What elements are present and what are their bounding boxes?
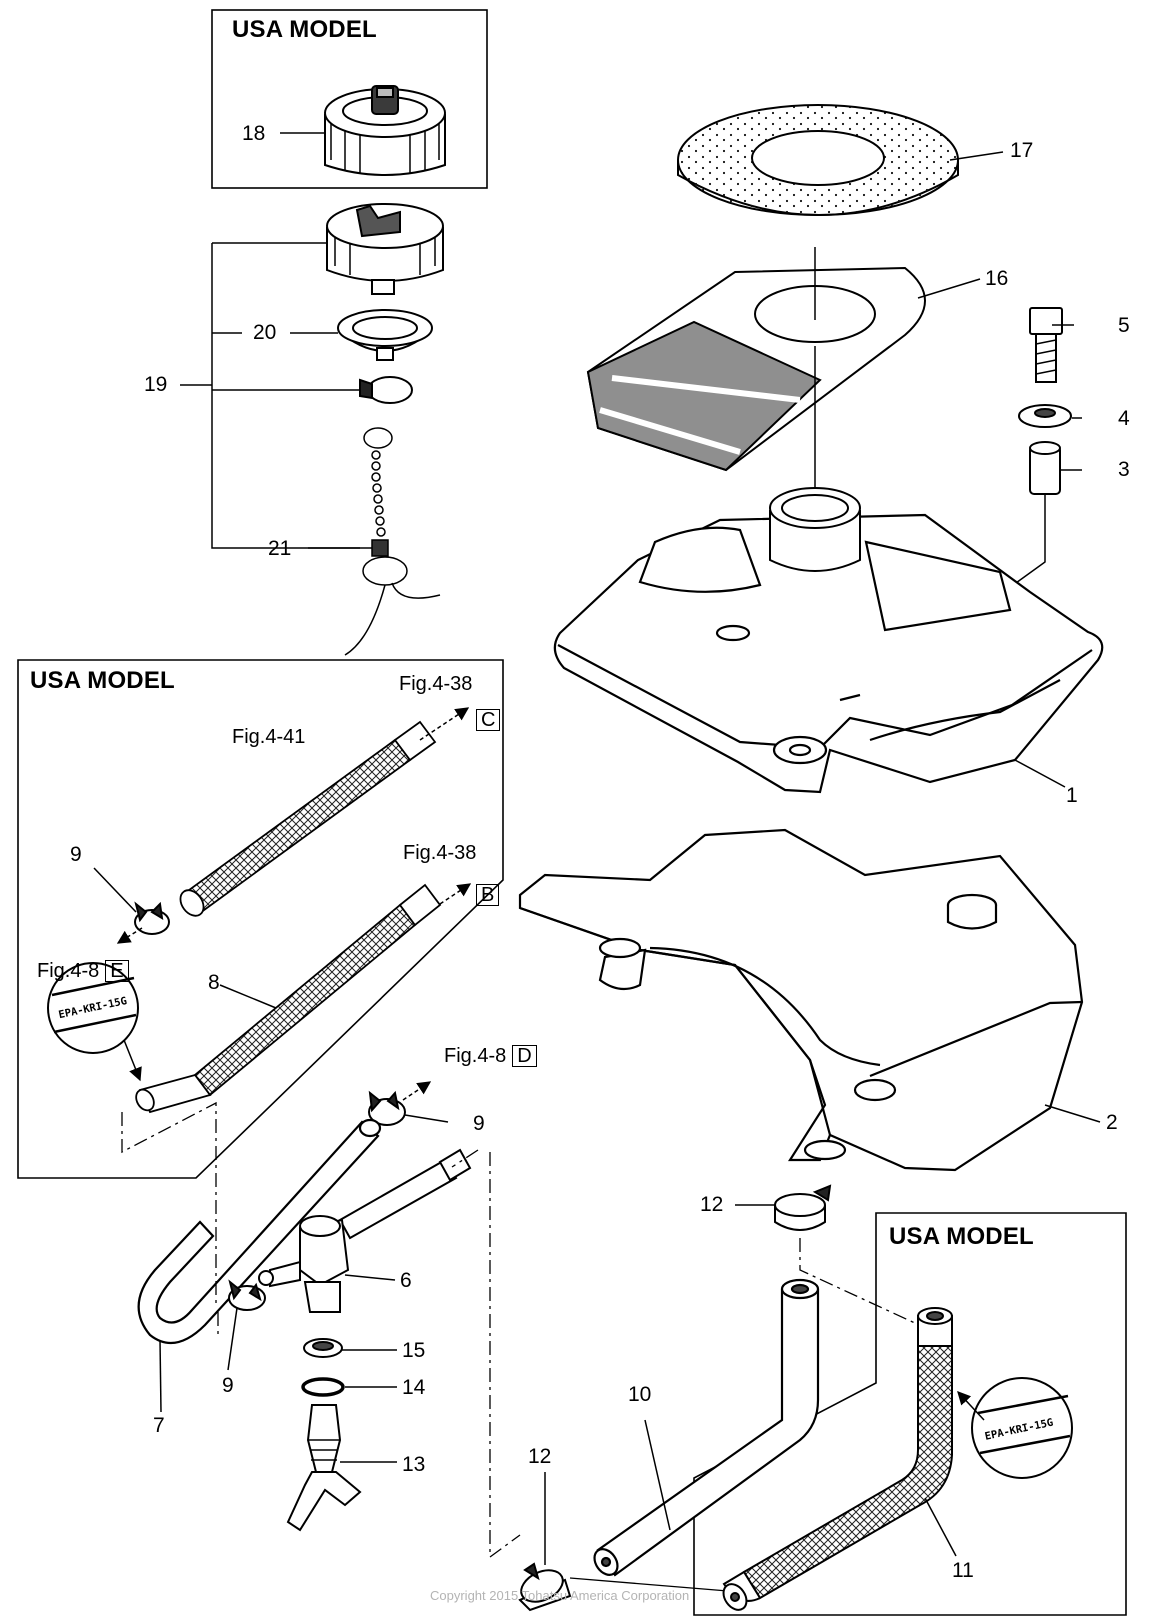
callout-11: 11 — [952, 1559, 974, 1582]
epa-stamp-left — [47, 962, 139, 1054]
fig-4-41-mesh-hose — [179, 720, 437, 917]
part-5-bolt — [1029, 307, 1063, 383]
part-16-label-sheet — [586, 266, 926, 472]
copyright-notice: Copyright 2015 Tohatsu America Corporati… — [430, 1588, 690, 1603]
leader-lines — [93, 132, 1101, 1565]
figure-ref-4-8-e-text: Fig.4-8 — [37, 960, 100, 982]
part-1-filler-neck — [769, 487, 861, 572]
part-9-clip-upper — [134, 901, 170, 935]
part-4-washer — [1018, 404, 1072, 428]
clip-guide-line — [569, 1577, 741, 1593]
figure-ref-b-box: B — [470, 884, 500, 906]
figure-ref-d-letter: D — [512, 1045, 537, 1067]
part-20-gasket — [337, 309, 433, 361]
callout-6: 6 — [400, 1269, 412, 1292]
part-21-chain-tether — [344, 427, 441, 656]
figure-ref-4-38-c-text: Fig.4-38 — [399, 673, 473, 695]
usa-model-label-hose: USA MODEL — [30, 667, 175, 694]
part-13-strainer — [286, 1404, 362, 1532]
hose-guide-line — [799, 1238, 931, 1331]
figure-ref-c-box: C — [470, 709, 501, 731]
part-2-tank-lower-base — [518, 828, 1084, 1172]
callout-9-lower: 9 — [222, 1374, 234, 1397]
part-14-o-ring — [301, 1377, 345, 1397]
connection-line-left — [121, 1101, 219, 1336]
part-9-clip-lower — [228, 1279, 266, 1311]
figure-ref-4-8-d-text: Fig.4-8 — [444, 1045, 507, 1067]
callout-19: 19 — [144, 373, 168, 396]
part-10-fuel-hose — [593, 1278, 820, 1577]
figure-ref-4-38-b[interactable]: Fig.4-38 — [403, 842, 476, 864]
part-11-mesh-hose — [722, 1307, 953, 1611]
part-19-cap-assembly — [326, 203, 444, 295]
part-3-collar — [1029, 441, 1061, 495]
usa-model-panel-cap — [211, 9, 488, 189]
connection-line-center — [451, 1149, 521, 1559]
callout-2: 2 — [1106, 1111, 1118, 1134]
callout-5: 5 — [1118, 314, 1130, 337]
callout-15: 15 — [402, 1339, 426, 1362]
callout-12-lower: 12 — [528, 1445, 552, 1468]
part-9-clip-middle — [368, 1090, 406, 1126]
reference-arrows — [116, 707, 985, 1421]
callout-9-upper: 9 — [70, 843, 82, 866]
figure-ref-c-letter: C — [476, 709, 501, 731]
callout-14: 14 — [402, 1376, 426, 1399]
callout-21: 21 — [268, 537, 292, 560]
part-17-foam-ring — [676, 104, 960, 216]
usa-model-panel-hose-11 — [693, 1212, 1127, 1616]
usa-model-label-hose-11: USA MODEL — [889, 1223, 1034, 1250]
callout-16: 16 — [985, 267, 1009, 290]
callout-13: 13 — [402, 1453, 426, 1476]
callout-8: 8 — [208, 971, 220, 994]
part-12-clip-lower — [518, 1562, 572, 1612]
part-6-fuel-cock — [258, 1148, 472, 1313]
part-15-seal — [303, 1338, 343, 1358]
usa-model-panel-hose — [17, 659, 504, 1179]
figure-ref-e-letter: E — [105, 960, 129, 982]
usa-model-label-cap: USA MODEL — [232, 16, 377, 43]
callout-20: 20 — [253, 321, 277, 344]
figure-ref-4-38-c[interactable]: Fig.4-38 — [399, 673, 472, 695]
callout-17: 17 — [1010, 139, 1034, 162]
callout-9-middle: 9 — [473, 1112, 485, 1135]
part-18-fuel-cap-usa — [324, 85, 446, 176]
figure-ref-b-letter: B — [476, 884, 500, 906]
part-8-mesh-hose — [135, 883, 442, 1114]
part-1-tank-upper-shell — [553, 513, 1104, 794]
callout-18: 18 — [242, 122, 266, 145]
figure-ref-4-41[interactable]: Fig.4-41 — [232, 726, 305, 748]
callout-3: 3 — [1118, 458, 1130, 481]
callout-12-upper: 12 — [700, 1193, 724, 1216]
part-7-bent-hose — [137, 1118, 382, 1345]
epa-stamp-right — [971, 1377, 1073, 1479]
figure-ref-4-41-text: Fig.4-41 — [232, 726, 306, 748]
part-19-clip — [359, 376, 413, 404]
callout-4: 4 — [1118, 407, 1130, 430]
callout-7: 7 — [153, 1414, 165, 1437]
part-12-clip-upper — [774, 1184, 832, 1231]
callout-1: 1 — [1066, 784, 1078, 807]
callout-10: 10 — [628, 1383, 652, 1406]
figure-ref-4-38-b-text: Fig.4-38 — [403, 842, 477, 864]
